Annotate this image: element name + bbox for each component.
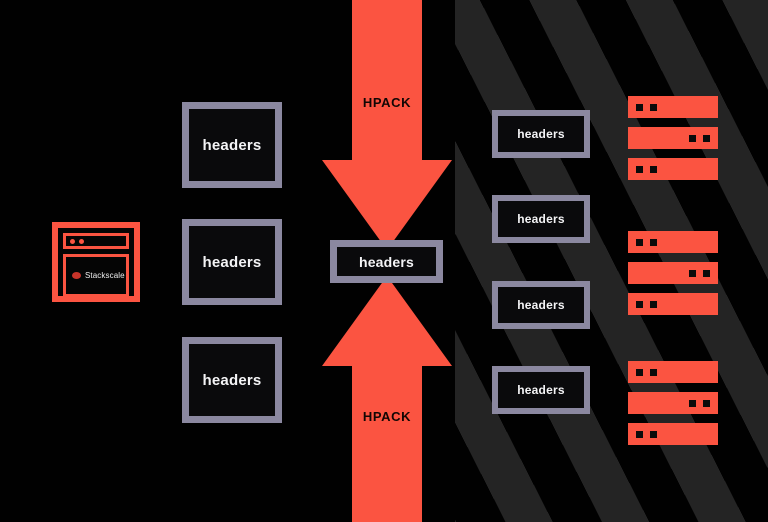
headers-label: headers (517, 212, 565, 226)
client-browser-window: Stackscale (52, 222, 140, 302)
hpack-label-bottom: HPACK (362, 409, 412, 424)
server-bar (628, 392, 718, 414)
stackscale-logo-icon (72, 272, 81, 279)
server-bar (628, 423, 718, 445)
stackscale-brand-label: Stackscale (85, 271, 125, 280)
headers-label: headers (202, 371, 262, 389)
browser-titlebar (63, 233, 129, 249)
center-headers-box: headers (330, 240, 443, 283)
server-led-icon (636, 238, 643, 246)
hpack-label-top: HPACK (362, 95, 412, 110)
right-headers-box-2: headers (492, 195, 590, 243)
up-arrow-shape (322, 276, 452, 522)
server-led-icon (703, 399, 710, 407)
server-stack-1 (628, 96, 718, 180)
server-bar (628, 158, 718, 180)
browser-viewport: Stackscale (63, 254, 129, 297)
server-bar (628, 127, 718, 149)
server-led-icon (650, 238, 657, 246)
server-bar (628, 231, 718, 253)
headers-label: headers (202, 253, 262, 271)
server-bar (628, 361, 718, 383)
server-led-icon (650, 103, 657, 111)
server-stack-2 (628, 231, 718, 315)
server-led-icon (689, 134, 696, 142)
right-headers-box-1: headers (492, 110, 590, 158)
server-led-icon (636, 165, 643, 173)
server-led-icon (689, 399, 696, 407)
server-led-icon (650, 368, 657, 376)
server-led-icon (650, 165, 657, 173)
headers-label: headers (202, 136, 262, 154)
window-dot-icon (70, 238, 75, 244)
hpack-down-arrow: HPACK (322, 0, 452, 250)
headers-label: headers (358, 253, 415, 270)
server-bar (628, 293, 718, 315)
server-led-icon (650, 300, 657, 308)
server-led-icon (689, 269, 696, 277)
left-headers-box-3: headers (182, 337, 282, 423)
server-stack-3 (628, 361, 718, 445)
hpack-up-arrow: HPACK (322, 276, 452, 522)
headers-label: headers (517, 383, 565, 397)
server-bar (628, 96, 718, 118)
left-headers-box-2: headers (182, 219, 282, 305)
server-led-icon (703, 134, 710, 142)
server-led-icon (650, 430, 657, 438)
headers-label: headers (517, 298, 565, 312)
headers-label: headers (517, 127, 565, 141)
right-headers-box-4: headers (492, 366, 590, 414)
server-led-icon (636, 430, 643, 438)
server-led-icon (636, 103, 643, 111)
server-led-icon (636, 368, 643, 376)
server-led-icon (703, 269, 710, 277)
down-arrow-shape (322, 0, 452, 250)
left-headers-box-1: headers (182, 102, 282, 188)
server-bar (628, 262, 718, 284)
right-headers-box-3: headers (492, 281, 590, 329)
window-dot-icon (79, 238, 84, 244)
server-led-icon (636, 300, 643, 308)
